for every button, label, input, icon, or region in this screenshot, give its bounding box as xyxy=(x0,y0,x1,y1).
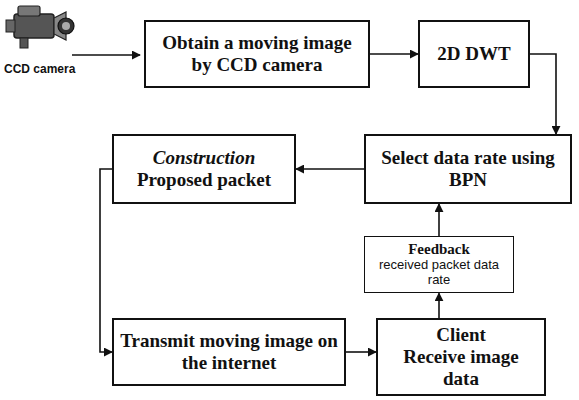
box-text: Proposed packet xyxy=(137,169,271,191)
box-text: Feedback xyxy=(408,241,470,258)
box-text: received packet data rate xyxy=(371,258,507,288)
process-box: 2D DWT xyxy=(418,20,530,88)
process-box: Transmit moving image on the internet xyxy=(112,318,346,386)
flow-arrow xyxy=(370,53,418,55)
camera-feed-line xyxy=(72,54,140,56)
box-text: Transmit moving image on the internet xyxy=(120,330,338,374)
box-text: Client xyxy=(436,324,486,346)
process-box: Select data rate using BPN xyxy=(364,134,572,204)
box-text: Receive image data xyxy=(384,346,538,390)
process-box: ClientReceive image data xyxy=(376,318,546,396)
flow-arrow xyxy=(100,169,112,352)
box-text: Construction xyxy=(153,147,255,169)
device-label: CCD camera xyxy=(4,62,75,76)
flow-arrow xyxy=(530,54,556,134)
box-text: Obtain a moving image by CCD camera xyxy=(152,32,362,76)
flow-arrow xyxy=(438,293,440,318)
flow-arrow xyxy=(346,351,376,353)
process-box: Obtain a moving image by CCD camera xyxy=(144,20,370,88)
box-text: Select data rate using BPN xyxy=(372,147,564,191)
feedback-box: Feedbackreceived packet data rate xyxy=(364,236,514,293)
box-text: 2D DWT xyxy=(437,43,510,65)
camera-icon xyxy=(0,0,80,60)
flow-arrow xyxy=(438,204,440,236)
flow-arrow xyxy=(296,168,364,170)
process-box: ConstructionProposed packet xyxy=(112,134,296,204)
